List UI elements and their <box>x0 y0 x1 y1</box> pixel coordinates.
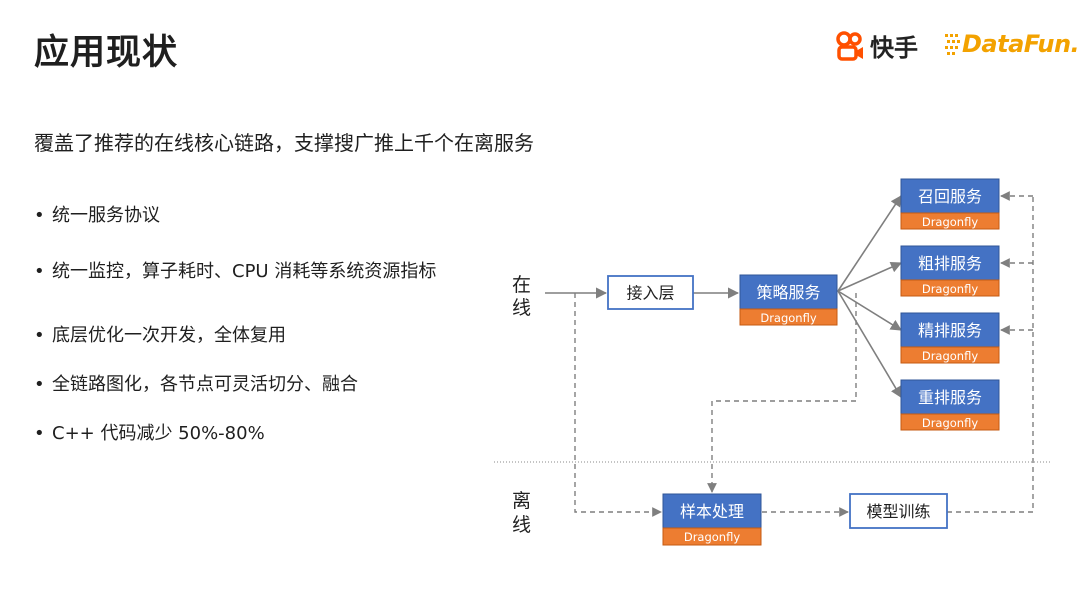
kuaishou-icon <box>836 30 863 61</box>
kuaishou-logo-text: 快手 <box>870 34 918 62</box>
datafun-logo-text: DataFun. <box>962 30 1080 58</box>
bullet-item: 统一监控，算子耗时、CPU 消耗等系统资源指标 <box>34 260 452 284</box>
arrow-to-coarse <box>837 261 903 292</box>
arrow-to-recall <box>837 195 902 292</box>
svg-text:离: 离 <box>512 490 531 512</box>
svg-text:重排服务: 重排服务 <box>918 388 982 407</box>
arrow-to-rerank <box>837 290 902 398</box>
svg-text:样本处理: 样本处理 <box>680 502 744 521</box>
page-title: 应用现状 <box>34 33 179 73</box>
dashed-line-training-feedback <box>947 196 1034 513</box>
sample-processing-box: 样本处理 Dragonfly <box>662 493 762 546</box>
subtitle: 覆盖了推荐的在线核心链路，支撑搜广推上千个在离服务 <box>34 131 534 155</box>
dragonfly-tag: Dragonfly <box>922 349 978 363</box>
dragonfly-tag: Dragonfly <box>922 416 978 430</box>
svg-text:线: 线 <box>512 297 531 319</box>
bullet-item: 统一服务协议 <box>34 204 452 228</box>
dragonfly-tag: Dragonfly <box>922 215 978 229</box>
strategy-service-box: 策略服务 Dragonfly <box>739 274 838 326</box>
svg-text:接入层: 接入层 <box>626 284 674 303</box>
online-label: 在 线 <box>512 274 531 319</box>
svg-text:模型训练: 模型训练 <box>866 502 930 521</box>
datafun-logo: DataFun. <box>944 30 1080 58</box>
bullet-item: 底层优化一次开发，全体复用 <box>34 324 452 348</box>
svg-text:粗排服务: 粗排服务 <box>918 254 982 273</box>
access-layer-box: 接入层 <box>607 275 694 310</box>
bullet-item: C++ 代码减少 50%-80% <box>34 422 452 446</box>
dragonfly-tag: Dragonfly <box>922 282 978 296</box>
dragonfly-tag: Dragonfly <box>760 311 816 325</box>
dragonfly-tag: Dragonfly <box>684 530 740 544</box>
recall-service-box: 召回服务 Dragonfly <box>900 178 1000 230</box>
dashed-arrow-input-to-sample <box>574 293 662 517</box>
model-training-box: 模型训练 <box>849 493 948 529</box>
svg-text:召回服务: 召回服务 <box>918 187 982 206</box>
offline-label: 离 线 <box>512 490 531 536</box>
svg-text:在: 在 <box>512 274 531 296</box>
kuaishou-logo: 快手 <box>834 28 918 63</box>
rerank-service-box: 重排服务 Dragonfly <box>900 379 1000 431</box>
bullet-item: 全链路图化，各节点可灵活切分、融合 <box>34 373 452 397</box>
svg-text:线: 线 <box>512 514 531 536</box>
dashed-arrow-strategy-to-sample <box>707 293 857 493</box>
svg-text:精排服务: 精排服务 <box>918 321 982 340</box>
svg-text:策略服务: 策略服务 <box>756 283 820 302</box>
fine-rank-service-box: 精排服务 Dragonfly <box>900 312 1000 364</box>
arrow-to-fine <box>837 290 902 331</box>
coarse-rank-service-box: 粗排服务 Dragonfly <box>900 245 1000 297</box>
datafun-dots-icon <box>945 34 960 55</box>
